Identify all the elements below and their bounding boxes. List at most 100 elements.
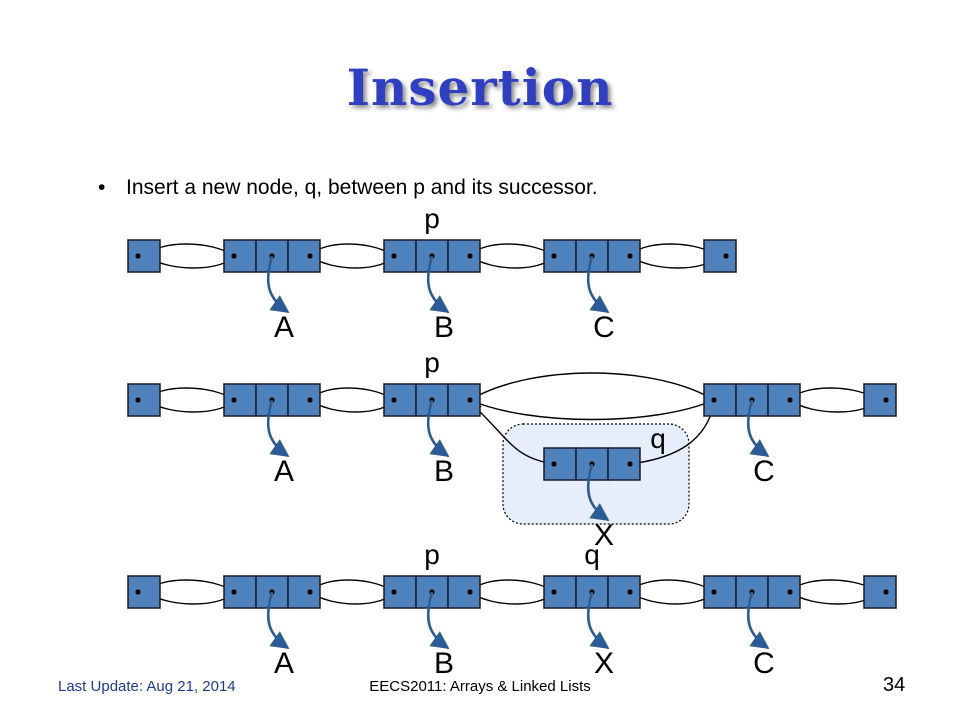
element-label-c: C: [753, 647, 775, 680]
pointer-dot: [231, 589, 237, 595]
pointer-dot: [391, 253, 397, 259]
node-cell: [703, 239, 737, 273]
element-label-x: X: [594, 519, 614, 552]
list-node-c: [543, 239, 641, 314]
node-cell: [863, 575, 897, 609]
pointer-dot: [467, 589, 473, 595]
element-label-b: B: [434, 455, 454, 488]
node-cell: [383, 575, 417, 609]
pointer-dot: [627, 253, 633, 259]
pointer-dot: [231, 397, 237, 403]
node-cell: [543, 575, 577, 609]
pointer-dot: [135, 397, 141, 403]
next-link: [309, 387, 395, 401]
new-node-x: [543, 447, 641, 522]
node-cell: [383, 239, 417, 273]
node-cell: [767, 575, 801, 609]
footer-course-title: EECS2011: Arrays & Linked Lists: [369, 678, 591, 695]
element-reference-arrow: [426, 399, 450, 458]
list-node-a: [223, 575, 321, 650]
node-cell: [223, 575, 257, 609]
node-cell: [127, 575, 161, 609]
pointer-dot: [135, 589, 141, 595]
pointer-label-p: p: [424, 347, 440, 378]
pointer-dot: [711, 589, 717, 595]
node-cell: [287, 383, 321, 417]
list-node-b: [383, 383, 481, 458]
page-number: 34: [883, 674, 906, 696]
next-link: [309, 579, 395, 593]
pointer-dot: [711, 397, 717, 403]
pointer-dot: [883, 397, 889, 403]
element-reference-arrow: [586, 463, 610, 522]
pointer-dot: [391, 589, 397, 595]
list-node-x: [543, 575, 641, 650]
next-link: [469, 372, 715, 401]
element-label-x: X: [594, 647, 614, 680]
pointer-dot: [627, 589, 633, 595]
node-cell: [447, 575, 481, 609]
pointer-dot: [723, 253, 729, 259]
pointer-dot: [551, 589, 557, 595]
node-cell: [863, 383, 897, 417]
node-cell: [767, 383, 801, 417]
element-reference-arrow: [426, 591, 450, 650]
pointer-dot: [551, 253, 557, 259]
node-cell: [703, 575, 737, 609]
header-sentinel: [127, 575, 161, 609]
next-link: [469, 243, 555, 257]
next-link: [469, 579, 555, 593]
element-reference-arrow: [586, 255, 610, 314]
next-link: [309, 243, 395, 257]
element-label-b: B: [434, 311, 454, 344]
slide-title: Insertion: [346, 58, 614, 117]
prev-link: [469, 399, 715, 421]
element-reference-arrow: [746, 399, 770, 458]
pointer-dot: [787, 397, 793, 403]
node-cell: [127, 383, 161, 417]
prev-link: [309, 591, 395, 605]
node-cell: [703, 383, 737, 417]
pointer-dot: [231, 253, 237, 259]
element-reference-arrow: [586, 591, 610, 650]
node-cell: [287, 575, 321, 609]
node-cell: [607, 239, 641, 273]
pointer-dot: [883, 589, 889, 595]
list-node-a: [223, 239, 321, 314]
pointer-dot: [307, 253, 313, 259]
prev-link: [469, 591, 555, 605]
node-cell: [543, 447, 577, 481]
pointer-label-p: p: [424, 203, 440, 234]
element-label-c: C: [593, 311, 615, 344]
node-cell: [607, 575, 641, 609]
header-sentinel: [127, 239, 161, 273]
element-label-a: A: [274, 311, 294, 344]
prev-link: [469, 255, 555, 269]
pointer-label-p: p: [424, 539, 440, 570]
pointer-label-q: q: [584, 539, 600, 570]
node-cell: [447, 239, 481, 273]
next-link: [629, 579, 715, 593]
element-label-a: A: [274, 455, 294, 488]
pointer-label-q: q: [650, 423, 666, 454]
list-node-b: [383, 575, 481, 650]
list-node-c: [703, 383, 801, 458]
trailer-sentinel: [703, 239, 737, 273]
header-sentinel: [127, 383, 161, 417]
bullet-text: Insert a new node, q, between p and its …: [126, 176, 598, 199]
pointer-dot: [787, 589, 793, 595]
element-reference-arrow: [746, 591, 770, 650]
node-cell: [607, 447, 641, 481]
pointer-dot: [627, 461, 633, 467]
pointer-dot: [307, 589, 313, 595]
element-reference-arrow: [266, 591, 290, 650]
pointer-dot: [135, 253, 141, 259]
node-cell: [383, 383, 417, 417]
element-reference-arrow: [426, 255, 450, 314]
element-label-b: B: [434, 647, 454, 680]
footer-last-update: Last Update: Aug 21, 2014: [58, 678, 236, 695]
element-reference-arrow: [266, 255, 290, 314]
pointer-dot: [467, 397, 473, 403]
pointer-dot: [307, 397, 313, 403]
